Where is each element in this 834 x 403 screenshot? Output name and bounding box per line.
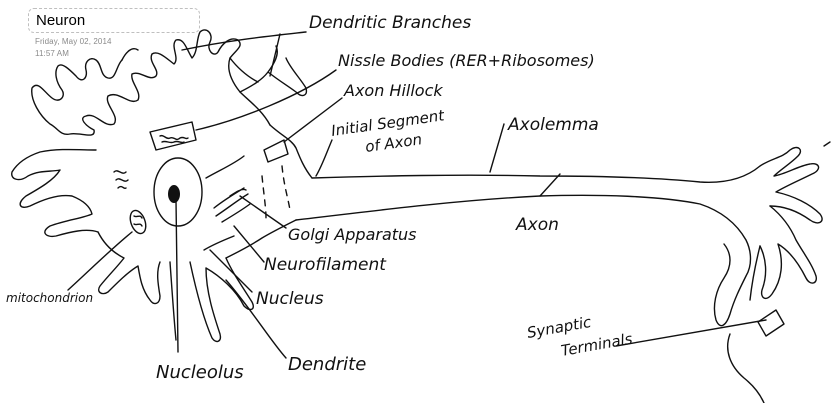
label-dendritic-branches: Dendritic Branches — [309, 13, 471, 33]
cell-body-outline — [31, 29, 271, 136]
label-axon-hillock: Axon Hillock — [343, 81, 443, 100]
label-mitochondrion: mitochondrion — [6, 291, 93, 305]
note-time: 11:57 AM — [35, 49, 70, 58]
mitochondrion — [129, 209, 147, 235]
nissl-box — [149, 121, 197, 151]
label-golgi: Golgi Apparatus — [288, 225, 417, 244]
nucleus — [153, 157, 203, 227]
golgi-apparatus — [213, 187, 251, 223]
label-nucleus: Nucleus — [256, 289, 324, 309]
label-nissl-bodies: Nissle Bodies (RER+Ribosomes) — [338, 51, 595, 70]
nucleolus — [168, 185, 180, 203]
label-neurofilament: Neurofilament — [264, 255, 387, 275]
label-axon: Axon — [515, 215, 559, 235]
axon-outline — [311, 146, 823, 224]
label-nucleolus: Nucleolus — [156, 362, 244, 383]
note-date: Friday, May 02, 2014 — [35, 37, 112, 46]
label-axolemma: Axolemma — [507, 115, 599, 135]
note-title[interactable]: Neuron — [28, 8, 200, 33]
dendrite-lower — [169, 257, 254, 343]
label-dendrite: Dendrite — [288, 354, 366, 375]
